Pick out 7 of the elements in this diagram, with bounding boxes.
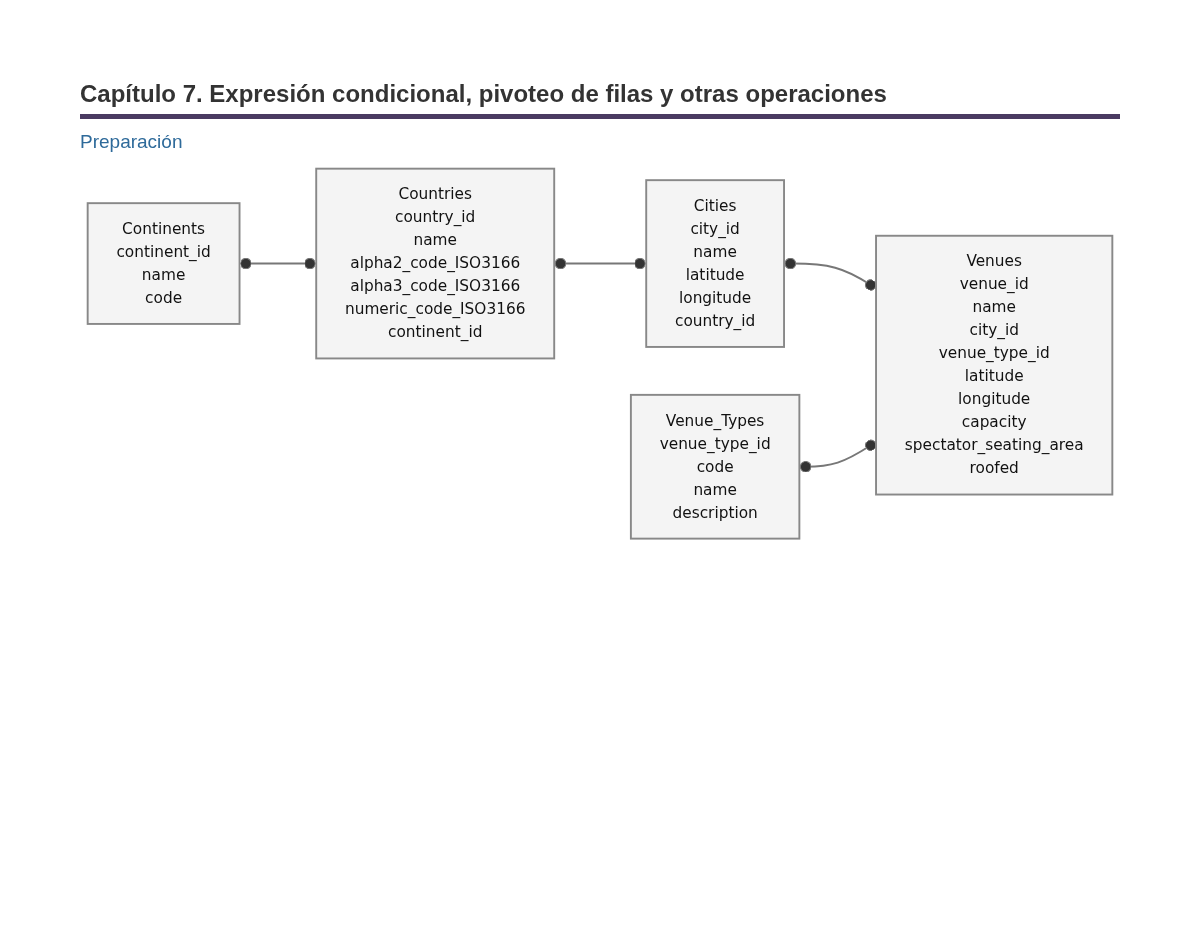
node-box: Venue_Types venue_type_id code name description — [629, 393, 801, 540]
node-box: Continents continent_id name code — [86, 202, 241, 325]
chapter-heading: Capítulo 7. Expresión condicional, pivoteo de filas y otras operaciones — [80, 80, 1120, 119]
node-box: Countries country_id name alpha2_code_ISO3166 alpha3_code_ISO3166 numeric_code_ISO3166 continent_id — [315, 167, 556, 360]
node-box: Venues venue_id name city_id venue_type_id latitude longitude capacity spectator_seating_area roofed — [875, 234, 1114, 496]
section-heading: Preparación — [80, 131, 183, 153]
node-box: Cities city_id name latitude longitude country_id — [645, 179, 785, 348]
